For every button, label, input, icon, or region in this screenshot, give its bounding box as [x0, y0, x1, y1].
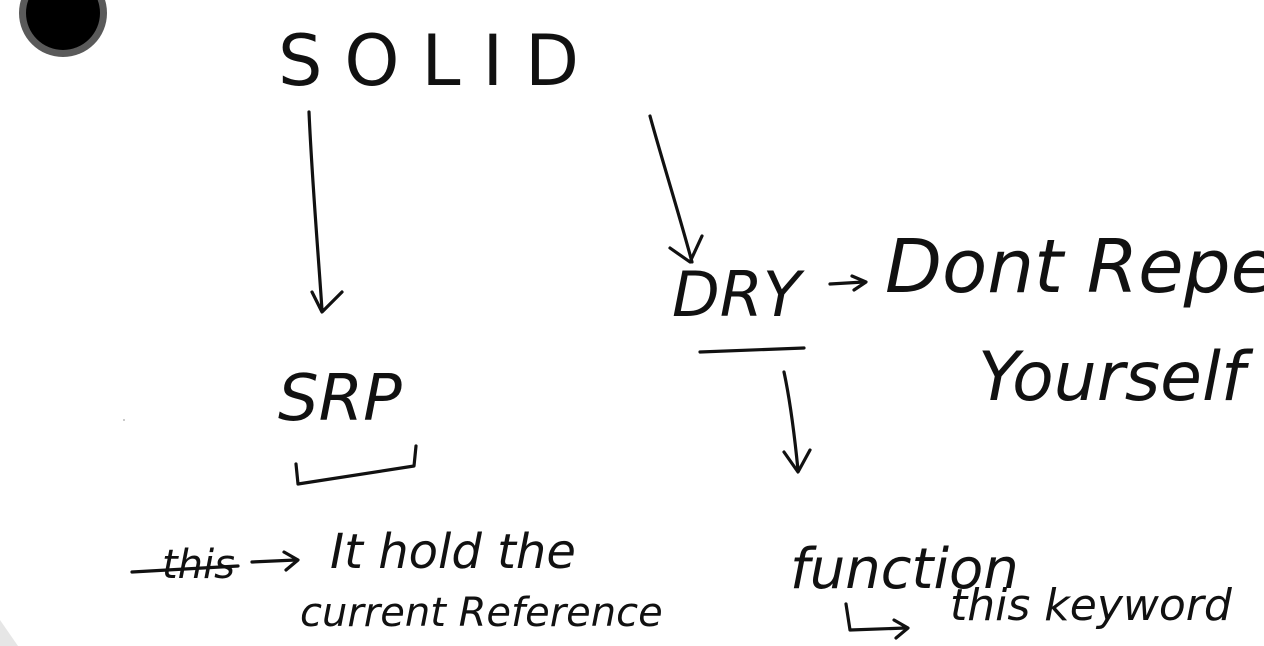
- record-button-icon[interactable]: [19, 0, 107, 57]
- dry-expansion-line2: Yourself: [978, 338, 1254, 417]
- arrow-function-to-this-keyword: [844, 602, 910, 640]
- this-keyword-label: this keyword: [950, 580, 1233, 631]
- arrow-this-to-description: [250, 550, 300, 572]
- srp-bracket: [294, 444, 418, 486]
- dry-label: DRY: [672, 258, 805, 331]
- this-word: this: [162, 542, 235, 588]
- this-strikethrough: [130, 564, 240, 574]
- arrow-dry-to-expansion: [828, 274, 868, 292]
- this-description-line2: current Reference: [300, 590, 663, 636]
- solid-heading: SOLID: [278, 20, 601, 102]
- srp-label: SRP: [278, 362, 402, 436]
- page-corner-shadow: [0, 620, 18, 646]
- arrow-solid-to-srp: [307, 110, 344, 314]
- this-description-line1: It hold the: [330, 524, 576, 580]
- dry-expansion-line1: Dont Repeat: [885, 224, 1264, 310]
- arrow-dry-to-function: [782, 370, 812, 474]
- stray-dot: [123, 419, 125, 421]
- dry-underline: [698, 346, 806, 354]
- function-word: function: [790, 537, 1019, 602]
- arrow-solid-to-dry: [648, 114, 704, 264]
